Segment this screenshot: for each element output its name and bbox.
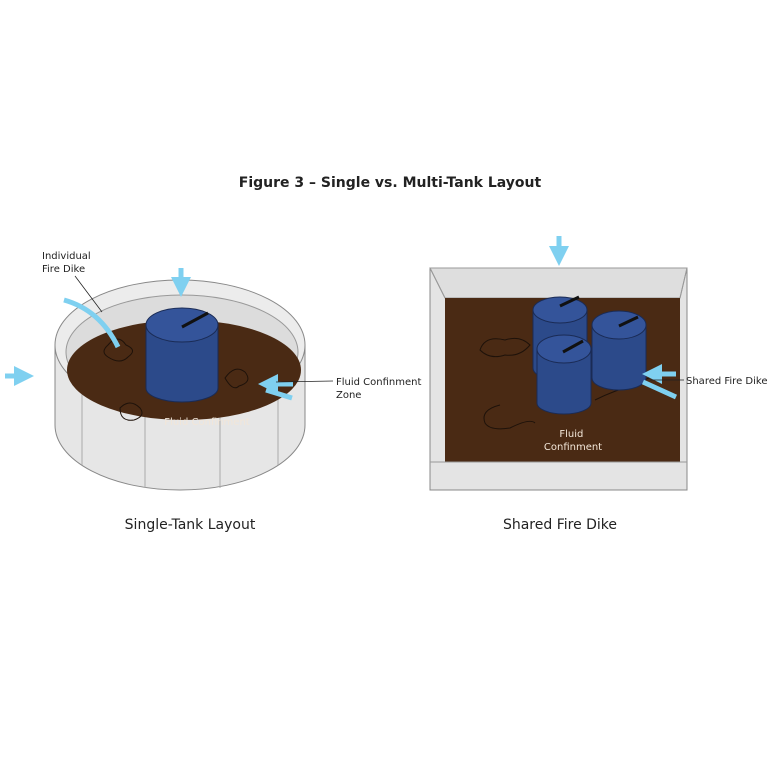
caption-single-tank: Single-Tank Layout [125, 517, 256, 533]
tank [145, 307, 219, 403]
floor-label: Confinment [544, 442, 602, 453]
arrow-icon [641, 379, 678, 400]
arrow-icon [265, 387, 293, 401]
dike-label: Individual [42, 251, 91, 262]
caption-shared-dike: Shared Fire Dike [503, 517, 617, 533]
zone-label: Zone [336, 390, 361, 401]
svg-text:Individual Fire Dike: Individual Fire Dike [42, 251, 94, 275]
single-tank-dike: Fluid Confinment [54, 279, 306, 491]
shared-dike-label: Shared Fire Dike [686, 376, 767, 387]
dike-label: Fire Dike [42, 264, 85, 275]
arrow-icon [63, 297, 121, 349]
floor-label: Fluid Confinment [164, 417, 249, 428]
tank [536, 334, 592, 415]
flow-arrows-left [5, 268, 293, 401]
zone-label: Fluid Confinment [336, 377, 421, 388]
figure-title: Figure 3 – Single vs. Multi-Tank Layout [239, 175, 542, 191]
tank [591, 310, 647, 391]
shared-fire-dike: Fluid Confinment [429, 267, 688, 491]
flow-arrows-right [549, 236, 678, 400]
svg-text:Fluid Confinment: Fluid Confinment [544, 429, 602, 453]
svg-text:Fluid Confinment Zone: Fluid Confinment Zone [336, 377, 425, 401]
floor-label: Fluid [559, 429, 583, 440]
